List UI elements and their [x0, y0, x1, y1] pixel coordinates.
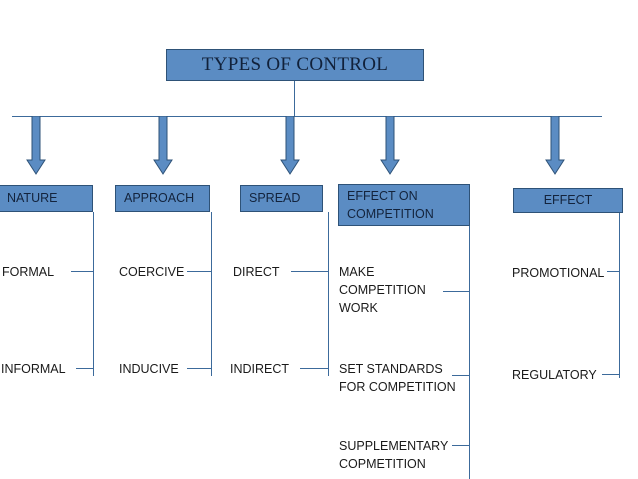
leaf-tick-make-competition-work: [443, 291, 470, 292]
column-spine-effect: [619, 213, 620, 378]
leaf-item-formal: FORMAL: [2, 265, 55, 279]
leaf-tick-informal: [76, 368, 94, 369]
leaf-item-promotional: PROMOTIONAL: [512, 266, 605, 280]
leaf-tick-inducive: [187, 368, 212, 369]
column-spine-approach: [211, 212, 212, 376]
leaf-tick-indirect: [300, 368, 329, 369]
leaf-tick-formal: [71, 271, 94, 272]
column-spine-effect-on-competition: [469, 226, 470, 479]
column-spine-spread: [328, 212, 329, 376]
leaf-item-make-competition-work: MAKE COMPETITION WORK: [339, 265, 426, 316]
leaf-item-set-standards-for-competition: SET STANDARDS FOR COMPETITION: [339, 362, 456, 395]
column-spine-nature: [93, 212, 94, 376]
leaf-item-supplementary-copmetition: SUPPLEMENTARY COPMETITION: [339, 439, 449, 472]
leaf-item-inducive: INDUCIVE: [119, 362, 179, 376]
leaf-item-coercive: COERCIVE: [119, 265, 185, 279]
branch-arrow-effect-on-competition: [380, 115, 400, 181]
leaf-tick-promotional: [607, 271, 620, 272]
category-box-effect-on-competition: EFFECT ON COMPETITION: [338, 184, 470, 226]
branch-arrow-approach: [153, 115, 173, 181]
category-label-spread: SPREAD: [249, 191, 301, 206]
branch-arrow-spread: [280, 115, 300, 181]
category-label-nature: NATURE: [7, 191, 58, 206]
category-box-spread: SPREAD: [240, 185, 323, 212]
category-box-approach: APPROACH: [115, 185, 210, 212]
category-box-effect: EFFECT: [513, 188, 623, 213]
category-label-effect-on-competition: EFFECT ON COMPETITION: [347, 188, 434, 221]
leaf-tick-supplementary: [452, 445, 470, 446]
leaf-item-informal: INFORMAL: [1, 362, 66, 376]
leaf-tick-regulatory: [602, 374, 620, 375]
title-stem-line: [294, 81, 295, 116]
category-label-approach: APPROACH: [124, 191, 195, 206]
leaf-item-direct: DIRECT: [233, 265, 280, 279]
leaf-tick-direct: [291, 271, 329, 272]
category-label-effect: EFFECT: [543, 193, 593, 208]
horizontal-bus-line: [12, 116, 602, 117]
leaf-item-regulatory: REGULATORY: [512, 368, 597, 382]
leaf-tick-coercive: [187, 271, 212, 272]
branch-arrow-nature: [26, 115, 46, 181]
leaf-item-indirect: INDIRECT: [230, 362, 290, 376]
diagram-title-box: TYPES OF CONTROL: [166, 49, 424, 81]
leaf-tick-set-standards: [452, 375, 470, 376]
category-box-nature: NATURE: [0, 185, 93, 212]
branch-arrow-effect: [545, 115, 565, 181]
diagram-title-label: TYPES OF CONTROL: [201, 54, 389, 75]
